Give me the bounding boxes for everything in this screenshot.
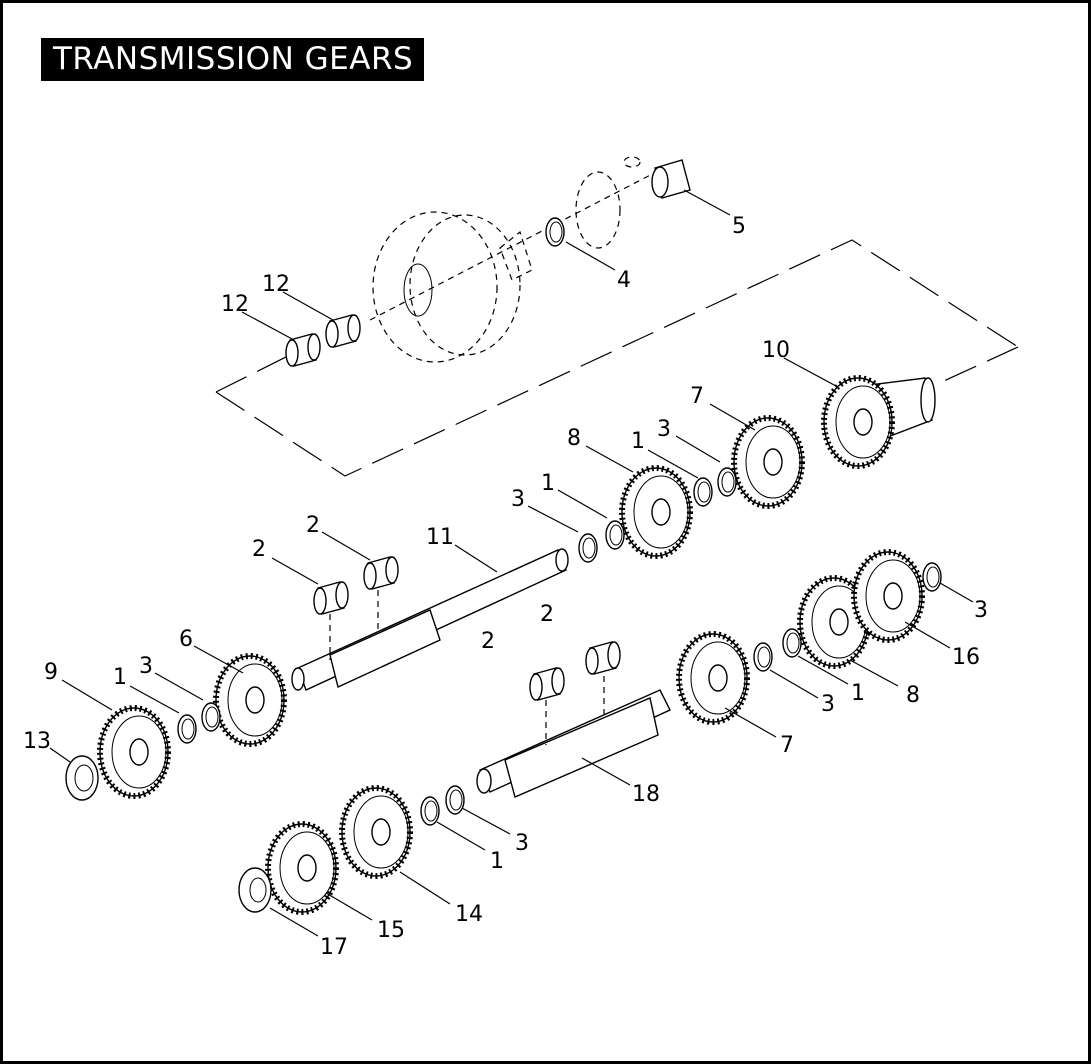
- callout-3: 3: [821, 692, 835, 717]
- washer-part-17: [238, 867, 272, 913]
- seal-part-13: [65, 755, 99, 801]
- ring-part-3f: [445, 785, 465, 815]
- ring-part-1a: [693, 477, 713, 507]
- callout-3: 3: [139, 654, 153, 679]
- bearing-part-12b: [325, 314, 361, 348]
- callout-11: 11: [426, 525, 454, 550]
- callout-9: 9: [44, 660, 58, 685]
- callout-8: 8: [567, 426, 581, 451]
- ring-part-3d: [922, 562, 942, 592]
- callout-8: 8: [906, 683, 920, 708]
- callout-1: 1: [490, 849, 504, 874]
- ring-part-3a: [717, 467, 737, 497]
- callout-14: 14: [455, 902, 483, 927]
- leader-lines: [49, 189, 974, 937]
- callout-3: 3: [657, 417, 671, 442]
- ring-part-4: [545, 217, 565, 247]
- callout-3: 3: [511, 487, 525, 512]
- bearing-part-2d: [585, 641, 621, 675]
- ring-part-1b: [605, 520, 625, 550]
- callout-7: 7: [690, 384, 704, 409]
- gear-part-14: [342, 788, 410, 876]
- main-drive-gear-phantom: [369, 156, 661, 363]
- countershaft-part-18: [476, 689, 671, 798]
- gear-part-7a: [734, 418, 802, 506]
- gear-part-16: [854, 552, 922, 640]
- gear-part-9: [100, 708, 168, 796]
- callout-2: 2: [481, 629, 495, 654]
- callout-4: 4: [617, 268, 631, 293]
- callout-labels: 5 4 12 12 10 7 8 1 3 1 3 11 2 2 2 2 6 3 …: [23, 214, 988, 960]
- callout-13: 13: [23, 729, 51, 754]
- callout-12: 12: [221, 292, 249, 317]
- bearing-part-2a: [313, 581, 349, 615]
- gear-part-6: [216, 656, 284, 744]
- main-drive-gear-part-10: [824, 378, 936, 466]
- ring-part-3b: [578, 533, 598, 563]
- callout-7: 7: [780, 733, 794, 758]
- mainshaft-part-11: [291, 548, 569, 691]
- ring-part-3c: [201, 702, 221, 732]
- callout-1: 1: [631, 429, 645, 454]
- ring-part-1e: [420, 796, 440, 826]
- ring-part-1c: [177, 714, 197, 744]
- bearing-part-2c: [529, 667, 565, 701]
- callout-2: 2: [252, 537, 266, 562]
- assembly-boundary: [215, 239, 1019, 477]
- bushing-part-5: [651, 159, 691, 199]
- page-title: TRANSMISSION GEARS: [41, 38, 424, 81]
- callout-6: 6: [179, 627, 193, 652]
- callout-3: 3: [974, 598, 988, 623]
- callout-15: 15: [377, 918, 405, 943]
- callout-2: 2: [306, 513, 320, 538]
- gear-part-15: [268, 824, 336, 912]
- callout-1: 1: [113, 665, 127, 690]
- callout-12: 12: [262, 272, 290, 297]
- callout-10: 10: [762, 338, 790, 363]
- callout-3: 3: [515, 831, 529, 856]
- callout-2: 2: [540, 602, 554, 627]
- ring-part-1d: [782, 628, 802, 658]
- callout-17: 17: [320, 935, 348, 960]
- callout-16: 16: [952, 645, 980, 670]
- callout-1: 1: [541, 471, 555, 496]
- callout-1: 1: [851, 681, 865, 706]
- callout-5: 5: [732, 214, 746, 239]
- callout-18: 18: [632, 782, 660, 807]
- gear-part-8a: [622, 468, 690, 556]
- bearing-part-2b: [363, 556, 399, 590]
- ring-part-3e: [753, 642, 773, 672]
- gear-part-7b: [679, 634, 747, 722]
